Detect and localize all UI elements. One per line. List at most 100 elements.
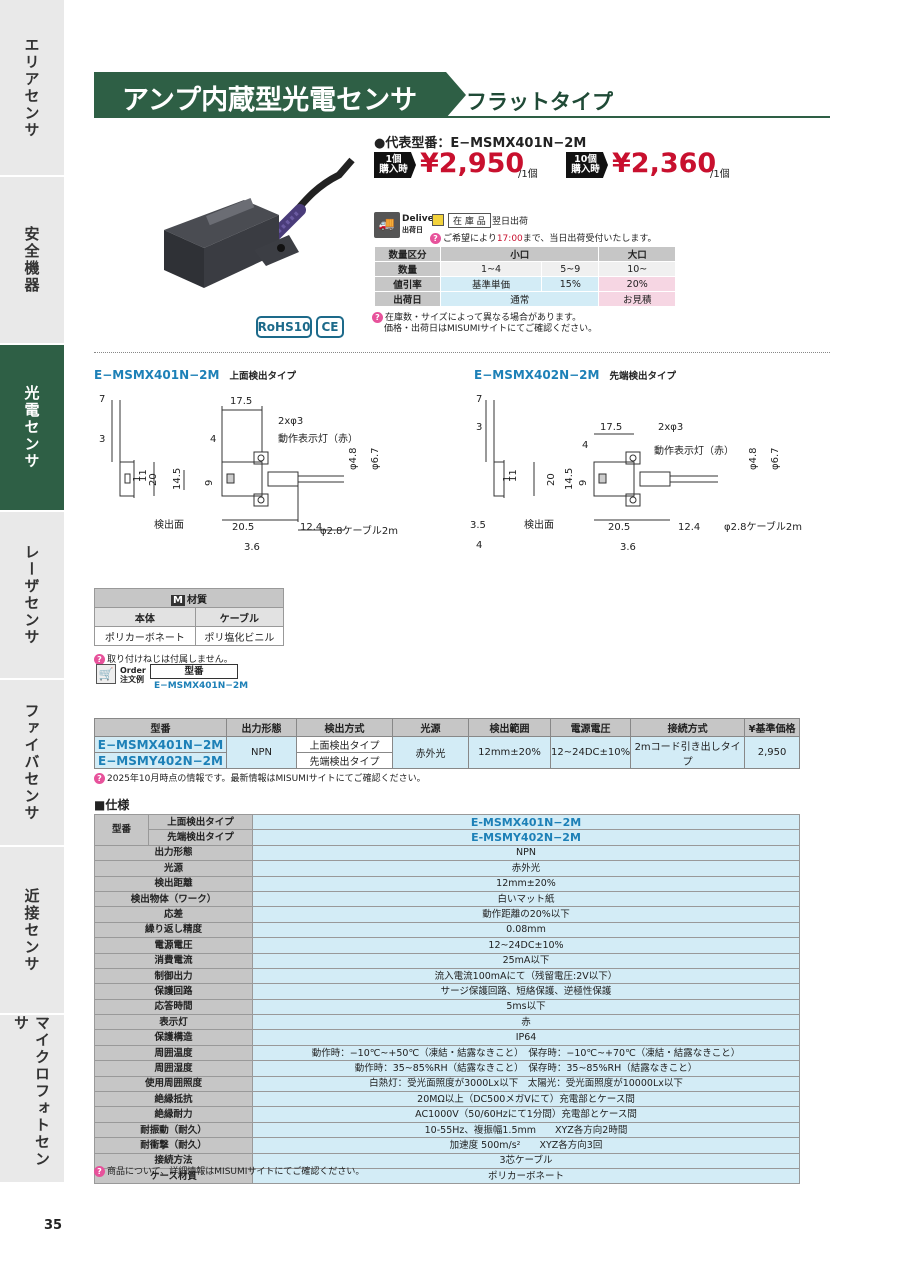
delivery-label: Delivery 出荷日 — [402, 214, 444, 236]
spec-label: 耐衝撃（耐久） — [94, 1137, 253, 1154]
spec-label: 周囲温度 — [94, 1044, 253, 1062]
side-tab-proximity[interactable]: 近接センサ — [0, 847, 64, 1014]
spec-row: 検出物体（ワーク）白いマット紙 — [94, 890, 800, 908]
price-unit-1: /1個 — [518, 169, 538, 180]
dim-label: 4 — [582, 440, 588, 451]
dim-label: φ4.8 — [348, 448, 359, 471]
dim-label: 20.5 — [232, 522, 254, 533]
qty-badge-10: 10個購入時 — [566, 152, 608, 178]
spec-value: 12~24DC±10% — [252, 937, 800, 954]
spec-value: 0.08mm — [252, 921, 800, 939]
spec-label: 検出物体（ワーク） — [94, 890, 253, 908]
product-model: E−MSMX401N−2M — [94, 736, 227, 753]
spec-row: 周囲湿度動作時：35~85%RH（結露なきこと） 保存時：35~85%RH（結露… — [94, 1060, 800, 1077]
product-table: 型番 出力形態 検出方式 光源 検出範囲 電源電圧 接続方式 ¥基準価格 E−M… — [94, 718, 800, 769]
variant-type: 上面検出タイプ — [229, 371, 296, 382]
order-header: 型番 — [150, 664, 238, 679]
dim-label: 1 — [132, 476, 143, 482]
note-text: ご希望により — [443, 234, 497, 244]
spec-label: 絶縁抵抗 — [94, 1091, 253, 1108]
dim-label: 11 — [508, 469, 519, 482]
side-tab-label: 光電センサ — [22, 385, 41, 470]
product-range: 12mm±20% — [468, 736, 551, 769]
qty-cell: お見積 — [598, 291, 676, 307]
spec-note: ?商品について、詳細情報はMISUMIサイトにてご確認ください。 — [94, 1164, 364, 1177]
side-tab-label: レーザセンサ — [22, 544, 41, 646]
section-divider — [94, 352, 830, 353]
side-tab-photoelectric[interactable]: 光電センサ — [0, 345, 64, 511]
truck-icon: 🚚 — [374, 212, 400, 238]
spec-label: 繰り返し精度 — [94, 921, 253, 939]
spec-label: 応差 — [94, 906, 253, 923]
side-tab-fiber[interactable]: ファイバセンサ — [0, 680, 64, 846]
note-text: 価格・出荷日はMISUMIサイトにてご確認ください。 — [384, 324, 598, 334]
surface-label: 検出面 — [524, 518, 554, 531]
spec-label: 制御出力 — [94, 967, 253, 985]
tip-icon: ? — [94, 773, 105, 784]
title-rule — [372, 116, 830, 118]
product-connection: 2mコード引き出しタイプ — [630, 736, 746, 769]
spec-value: 白いマット紙 — [252, 890, 800, 908]
product-model: E−MSMY402N−2M — [94, 752, 227, 769]
spec-value: IP64 — [252, 1029, 800, 1046]
material-value: ポリカーボネート — [94, 626, 196, 646]
page-title: アンプ内蔵型光電センサ — [122, 85, 418, 116]
dim-label: 3.6 — [620, 542, 636, 553]
side-tab-label: ファイバセンサ — [22, 703, 41, 822]
qty-cell: 基準単価 — [439, 276, 543, 292]
spec-value: 12mm±20% — [252, 875, 800, 892]
delivery-label-line: Delivery — [402, 214, 445, 224]
material-value: ポリ塩化ビニル — [194, 626, 285, 646]
spec-model-value: E-MSMY402N−2M — [252, 829, 800, 846]
cable-label: φ2.8ケーブル2m — [724, 520, 802, 533]
side-tab-safety[interactable]: 安全機器 — [0, 177, 64, 344]
tip-icon: ? — [372, 312, 383, 323]
stock-shipping: 翌日出荷 — [492, 217, 529, 227]
spec-value: 10-55Hz、複振幅1.5mm XYZ各方向2時間 — [252, 1121, 800, 1139]
side-tab-area-sensor[interactable]: エリアセンサ — [0, 0, 64, 176]
spec-model-value: E-MSMX401N−2M — [252, 813, 800, 831]
tip-icon: ? — [94, 1166, 105, 1177]
variant-model: E−MSMX402N−2M — [474, 368, 600, 382]
qty-row-label: 数量 — [374, 261, 441, 277]
product-detection: 先端検出タイプ — [296, 752, 393, 769]
spec-row: 光源赤外光 — [94, 860, 800, 877]
spec-value: 加速度 500m/s² XYZ各方向3回 — [252, 1137, 800, 1154]
side-tab-microphoto[interactable]: マイクロフォトセンサ — [0, 1015, 64, 1183]
page-number: 35 — [44, 1218, 63, 1233]
qty-text: 10個 — [574, 154, 597, 165]
dim-label: 9 — [204, 480, 215, 486]
note-text: 商品について、詳細情報はMISUMIサイトにてご確認ください。 — [107, 1167, 365, 1177]
side-tab-label: マイクロフォトセンサ — [12, 1015, 51, 1168]
spec-heading: ■仕様 — [94, 798, 130, 812]
dim-label: 20 — [148, 473, 159, 486]
spec-label: 表示灯 — [94, 1014, 253, 1031]
price-10: ¥2,360 — [612, 148, 717, 179]
product-header: 接続方式 — [630, 718, 746, 737]
spec-label: 絶縁耐力 — [94, 1106, 253, 1123]
material-header: ケーブル — [194, 607, 285, 627]
product-light: 赤外光 — [392, 736, 469, 769]
dim-label: 9 — [578, 480, 589, 486]
title-band — [94, 72, 466, 118]
dim-label: 3.5 — [470, 520, 486, 531]
dim-label: φ4.8 — [748, 448, 759, 471]
dim-label: 12.4 — [300, 522, 322, 533]
order-value: E−MSMX401N−2M — [154, 681, 249, 691]
dim-label: 7 — [99, 394, 105, 405]
delivery-label-line: 出荷日 — [402, 226, 423, 234]
spec-label: 保護回路 — [94, 983, 253, 1000]
product-header: ¥基準価格 — [744, 718, 800, 737]
indicator-label: 動作表示灯（赤） — [654, 444, 734, 457]
variant-model: E−MSMX401N−2M — [94, 368, 220, 382]
spec-model-label: 型番 — [94, 814, 149, 846]
side-tab-laser[interactable]: レーザセンサ — [0, 512, 64, 679]
qty-header: 小口 — [439, 246, 600, 262]
dim-label: 3 — [476, 422, 482, 433]
qty-header: 大口 — [598, 246, 676, 262]
spec-value: ポリカーボネート — [252, 1167, 800, 1185]
delivery-note: ?ご希望により17:00まで、当日出荷受付いたします。 — [430, 231, 657, 244]
